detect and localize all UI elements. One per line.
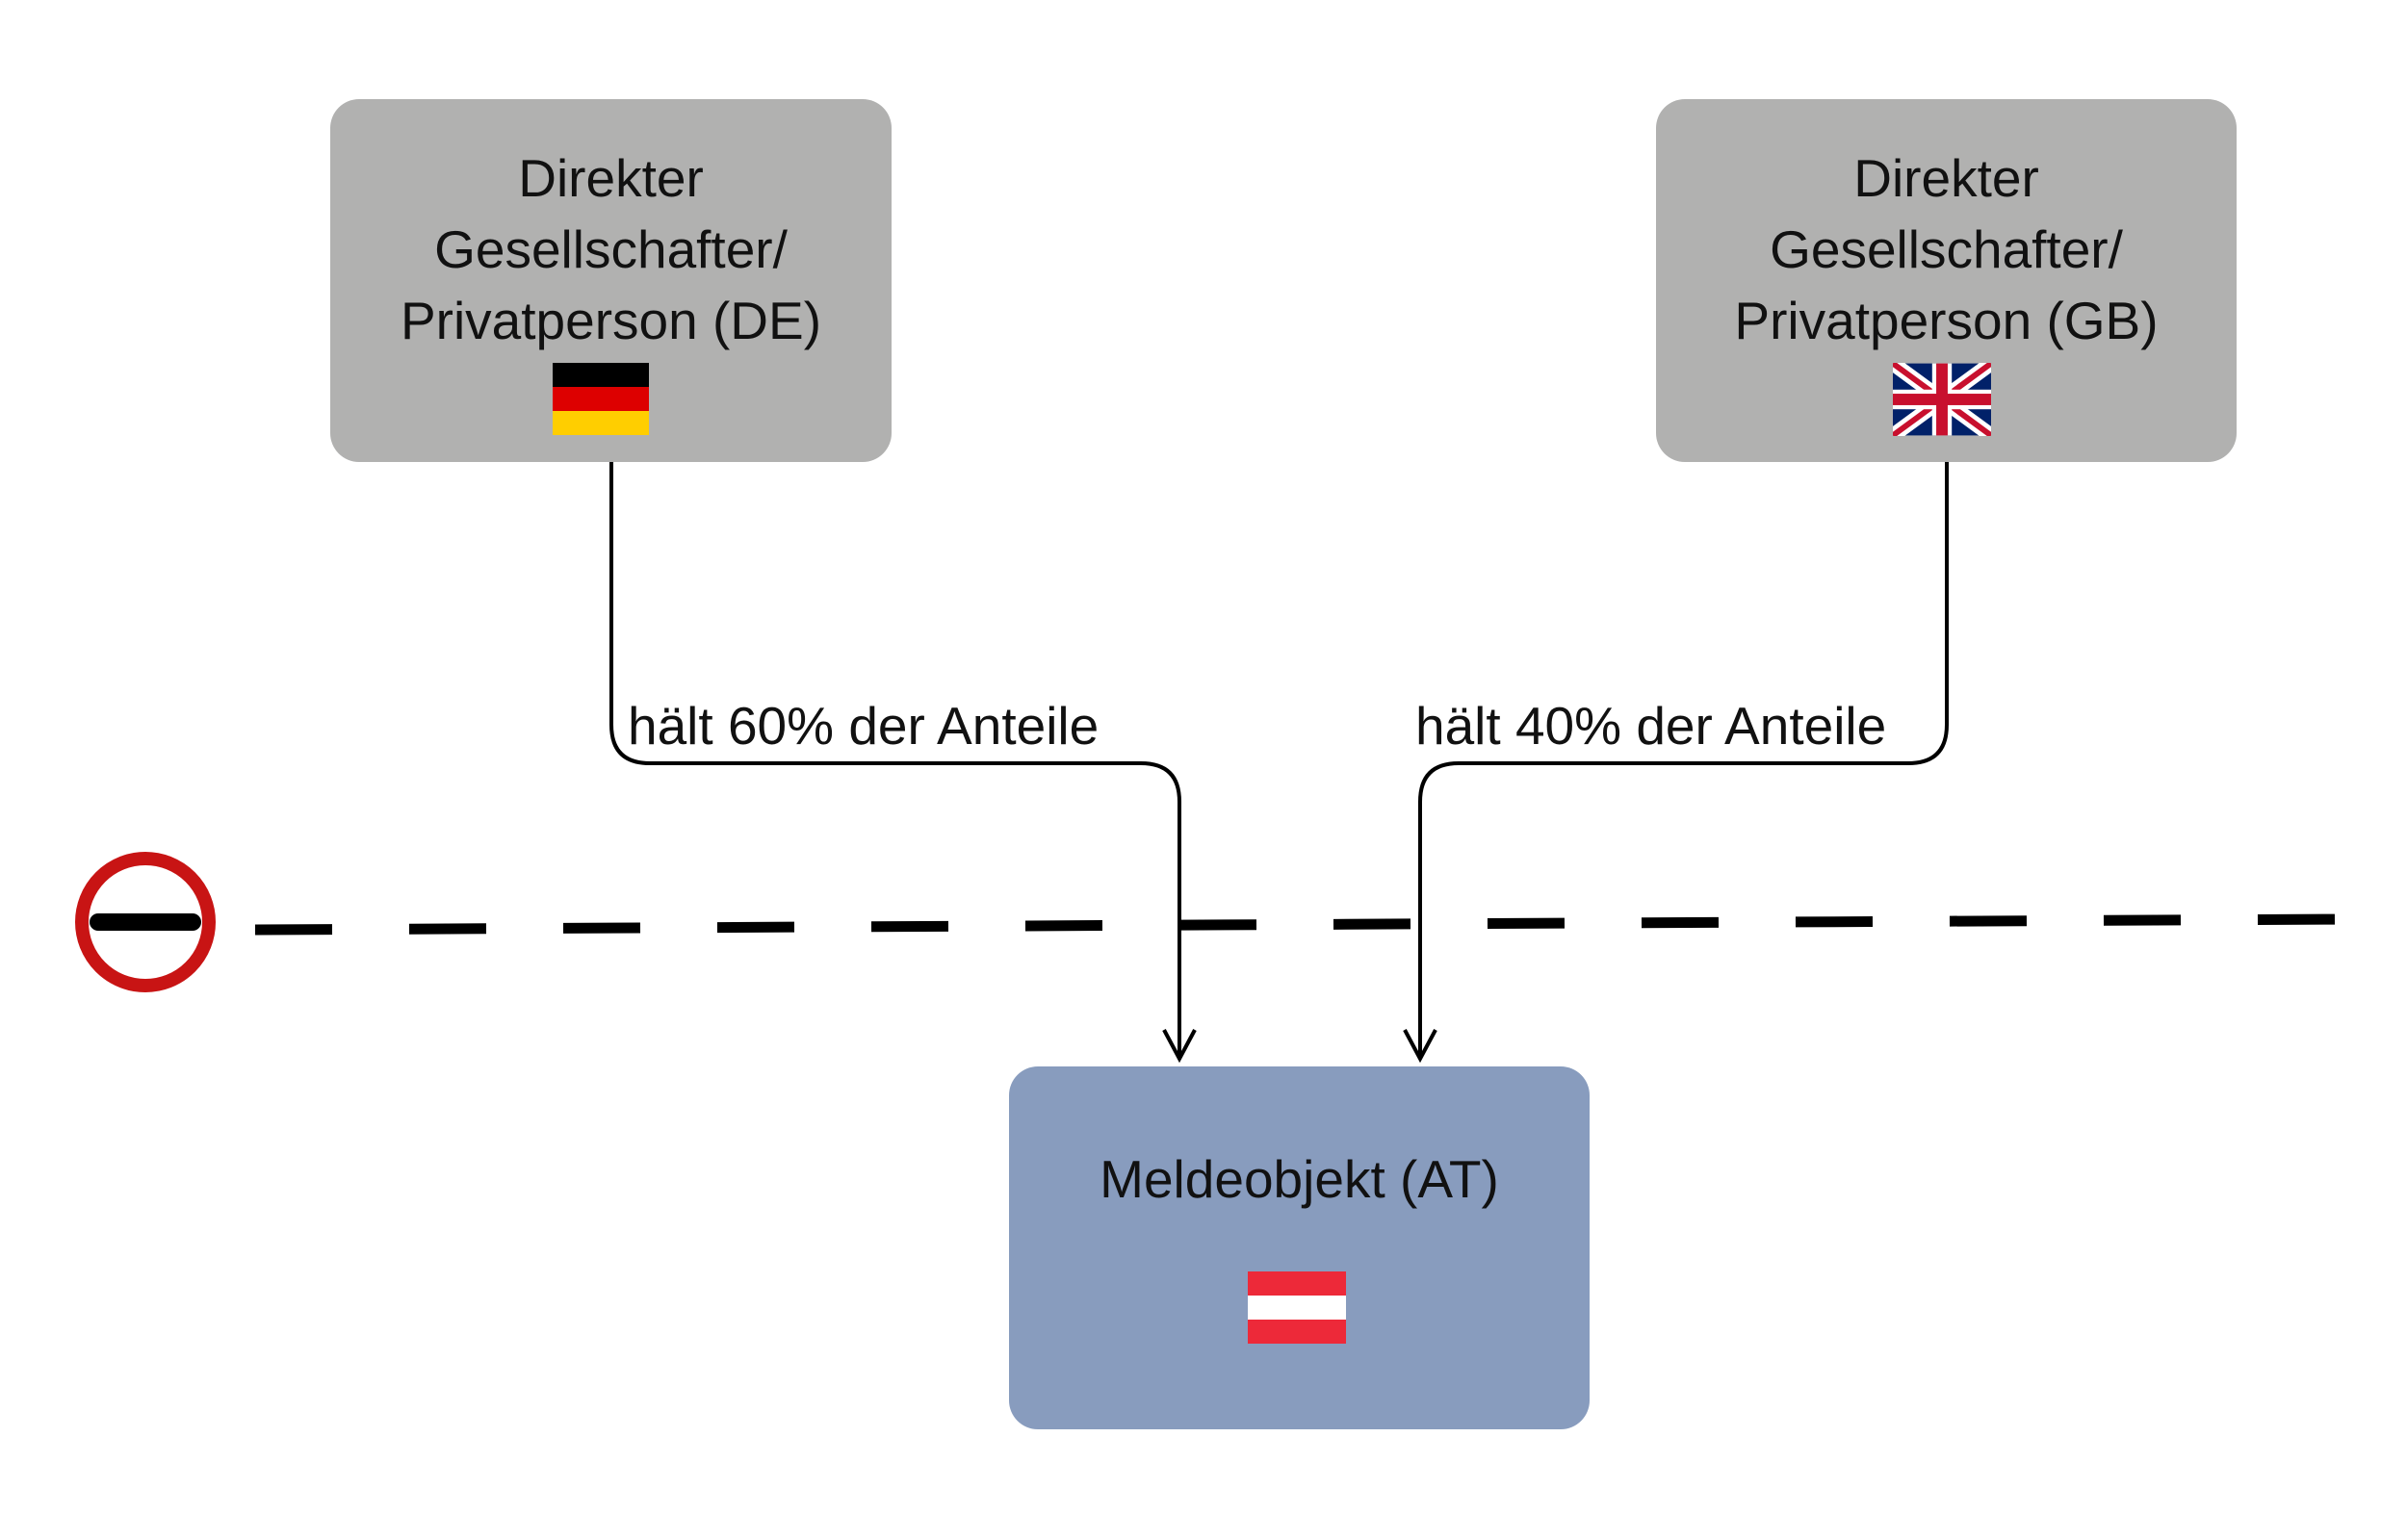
de-person-line-1: Direkter bbox=[518, 148, 704, 208]
edge-label-de: hält 60% der Anteile bbox=[628, 696, 1100, 756]
germany-flag bbox=[553, 363, 649, 435]
de-person-line-3: Privatperson (DE) bbox=[400, 291, 822, 350]
de-person-box: Direkter Gesellschafter/ Privatperson (D… bbox=[330, 99, 892, 462]
gb-person-label: Direkter Gesellschafter/ Privatperson (G… bbox=[1656, 142, 2237, 356]
gb-person-line-3: Privatperson (GB) bbox=[1734, 291, 2159, 350]
united-kingdom-flag bbox=[1893, 363, 1991, 436]
reporting-entity-box: Meldeobjekt (AT) bbox=[1009, 1066, 1590, 1429]
connector-de-to-entity bbox=[609, 462, 1197, 1064]
no-entry-icon bbox=[75, 852, 216, 992]
reporting-entity-label-text: Meldeobjekt (AT) bbox=[1100, 1149, 1499, 1209]
gb-person-box: Direkter Gesellschafter/ Privatperson (G… bbox=[1656, 99, 2237, 462]
reporting-entity-label: Meldeobjekt (AT) bbox=[1009, 1143, 1590, 1215]
arrowhead-gb bbox=[1403, 1029, 1437, 1064]
gb-person-line-1: Direkter bbox=[1853, 148, 2039, 208]
arrowhead-de bbox=[1162, 1029, 1197, 1064]
de-person-label: Direkter Gesellschafter/ Privatperson (D… bbox=[330, 142, 892, 356]
austria-flag bbox=[1248, 1271, 1346, 1344]
gb-person-line-2: Gesellschafter/ bbox=[1770, 219, 2123, 279]
de-person-line-2: Gesellschafter/ bbox=[434, 219, 788, 279]
border-line bbox=[254, 913, 2350, 936]
connector-gb-to-entity bbox=[1403, 462, 1949, 1064]
edge-label-gb: hält 40% der Anteile bbox=[1415, 696, 1887, 756]
